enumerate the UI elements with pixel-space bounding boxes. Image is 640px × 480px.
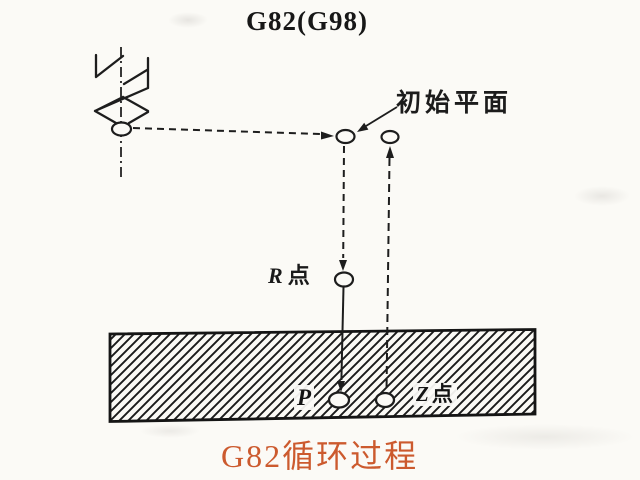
label-pointer-line xyxy=(365,106,398,127)
r-point-suffix: 点 xyxy=(287,263,312,288)
arrowhead-up-icon xyxy=(386,146,394,158)
return-plane-point-marker xyxy=(380,129,400,145)
z-point-letter: Z xyxy=(416,382,430,406)
drill-bit-icon xyxy=(93,53,150,125)
arrowhead-right-icon xyxy=(321,131,334,140)
figure-caption: G82循环过程 xyxy=(221,438,419,474)
arrowhead-downleft-icon xyxy=(357,122,369,132)
workpiece-block xyxy=(108,328,537,423)
initial-plane-label: 初始平面 xyxy=(396,90,513,117)
diagram-title: G82(G98) xyxy=(246,6,368,36)
feed-plunge-line xyxy=(340,286,345,381)
rapid-traverse-line xyxy=(132,127,321,135)
p-point-label: P xyxy=(294,385,315,410)
z-point-suffix: 点 xyxy=(431,382,454,406)
z-point-label: Z点 xyxy=(413,383,457,406)
r-point-marker xyxy=(333,271,355,288)
arrowhead-down-icon xyxy=(337,381,345,392)
tool-start-point-marker xyxy=(110,121,133,137)
arrowhead-down-icon xyxy=(339,260,347,271)
z-point-marker xyxy=(374,391,396,409)
retract-line xyxy=(385,157,391,393)
initial-plane-point-marker xyxy=(335,128,356,145)
r-point-letter: R xyxy=(268,263,285,288)
rapid-down-line xyxy=(342,145,345,259)
p-point-marker xyxy=(327,391,351,409)
